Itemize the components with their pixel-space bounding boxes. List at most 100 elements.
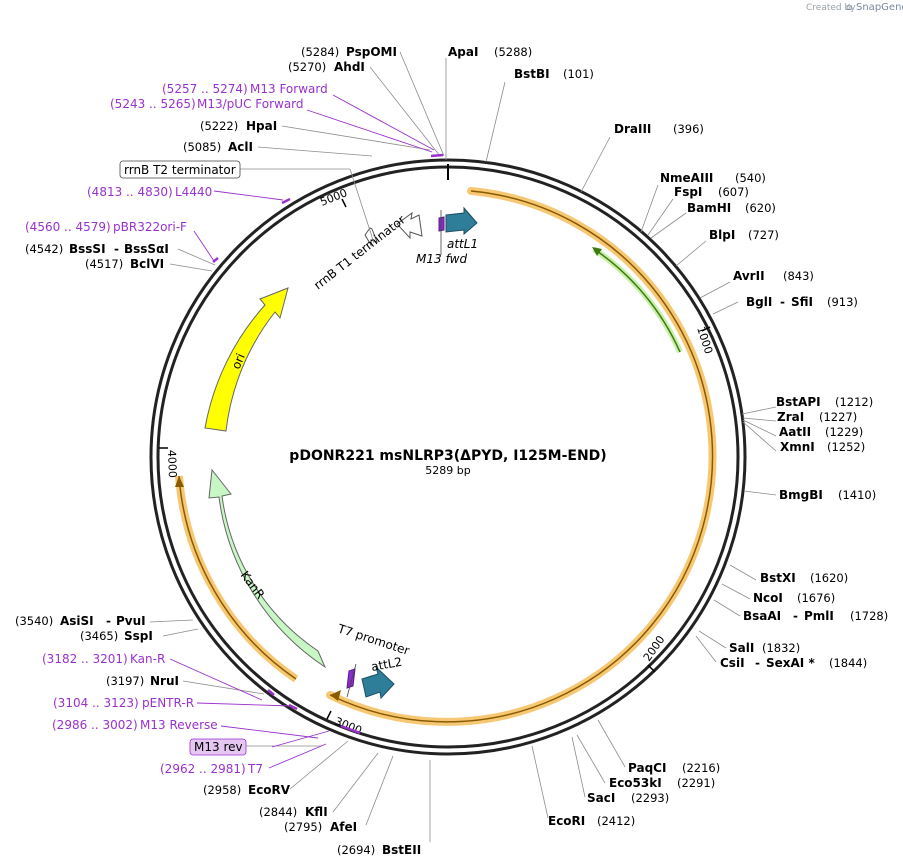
site-xmni[interactable]: XmnI <box>780 440 815 454</box>
site-pos-sali: (1832) <box>762 641 800 655</box>
site-bsssi[interactable]: BssSI <box>69 242 106 256</box>
kanr-arrow[interactable] <box>208 468 327 669</box>
site-zrai[interactable]: ZraI <box>777 410 804 424</box>
insert-feature[interactable] <box>326 187 717 726</box>
site-ecorv[interactable]: EcoRV <box>248 783 291 797</box>
site-nrui[interactable]: NruI <box>150 674 179 688</box>
site-kfli[interactable]: KflI <box>305 805 328 819</box>
site-bstxi[interactable]: BstXI <box>760 571 796 585</box>
rrnb-t2-box[interactable] <box>119 160 241 179</box>
rrnb-t1-label: rrnB T1 terminator <box>311 213 408 293</box>
site-pos-bsteii: (2694) <box>337 843 375 857</box>
site-bmgbi[interactable]: BmgBI <box>779 488 823 502</box>
site-hpai[interactable]: HpaI <box>246 119 277 133</box>
site-pspomi[interactable]: PspOMI <box>346 45 397 59</box>
rrnb-t1-arrow[interactable] <box>396 211 423 240</box>
attl2-arrow[interactable] <box>346 663 395 700</box>
site-nmeaiii[interactable]: NmeAIII <box>660 171 713 185</box>
kanr-label: KanR <box>238 568 268 601</box>
site-pos-ecori: (2412) <box>597 814 635 828</box>
m13-rev-label: M13 rev <box>194 740 243 754</box>
site-bstapi[interactable]: BstAPI <box>776 395 821 409</box>
site-pos-bstxi: (1620) <box>810 571 848 585</box>
site-pos-ecorv: (2958) <box>203 783 241 797</box>
primer-pbr322ori[interactable]: pBR322ori-F <box>113 220 187 234</box>
site-pos-paqci: (2216) <box>682 761 720 775</box>
site-bclvi[interactable]: BclVI <box>130 257 164 271</box>
primer-kan-r[interactable]: Kan-R <box>130 652 165 666</box>
site-pos-kfli: (2844) <box>259 805 297 819</box>
site-saci[interactable]: SacI <box>587 791 615 805</box>
site-pos-hpai: (5222) <box>200 119 238 133</box>
primer-l4440[interactable]: L4440 <box>175 185 212 199</box>
site-ncoi[interactable]: NcoI <box>753 591 783 605</box>
t7-promoter-label: T7 promoter <box>335 621 411 658</box>
site-sfii[interactable]: SfiI <box>791 295 813 309</box>
site-pos-blpi: (727) <box>748 228 779 242</box>
site-avrii[interactable]: AvrII <box>733 269 765 283</box>
site-sspi[interactable]: SspI <box>124 629 153 643</box>
site-sexai[interactable]: SexAI * <box>766 656 815 670</box>
site-paqci[interactable]: PaqCI <box>628 761 666 775</box>
site-pos-ncoi: (1676) <box>797 591 835 605</box>
site-sep-asisi: - <box>106 614 111 628</box>
site-sep-csii: - <box>755 656 760 670</box>
attl1-arrow[interactable] <box>438 206 478 255</box>
site-pos-saci: (2293) <box>631 791 669 805</box>
site-pos-csii: (1844) <box>829 656 867 670</box>
site-aatii[interactable]: AatII <box>779 425 811 439</box>
site-afei[interactable]: AfeI <box>330 820 357 834</box>
site-pos-eco53ki: (2291) <box>677 776 715 790</box>
site-ahdi[interactable]: AhdI <box>334 60 365 74</box>
snapgene-logo-icon: ⌂ <box>846 2 852 13</box>
site-bsteii[interactable]: BstEII <box>382 843 421 857</box>
site-bsssai[interactable]: BssSαI <box>124 242 169 256</box>
primer-t7[interactable]: T7 <box>247 762 263 776</box>
ori-arrow[interactable] <box>204 287 289 432</box>
site-sali[interactable]: SalI <box>729 641 754 655</box>
primer-leader-lines <box>169 94 435 769</box>
site-ecori[interactable]: EcoRI <box>548 814 585 828</box>
site-pmli[interactable]: PmlI <box>804 609 834 623</box>
site-sep-bsssi: - <box>114 242 119 256</box>
primer-range-pentr: (3104 .. 3123) <box>53 696 139 710</box>
site-pos-aatii: (1229) <box>825 425 863 439</box>
site-pos-bgli: (913) <box>827 295 858 309</box>
site-pos-bstbi: (101) <box>563 67 594 81</box>
primer-m13-forward[interactable]: M13 Forward <box>250 82 328 96</box>
site-fspi[interactable]: FspI <box>674 185 702 199</box>
primer-pentr-r[interactable]: pENTR-R <box>142 696 194 710</box>
primer-range-m13-reverse: (2986 .. 3002) <box>52 718 138 732</box>
site-pos-ahdi: (5270) <box>288 60 326 74</box>
site-pos-nmeaiii: (540) <box>735 171 766 185</box>
site-blpi[interactable]: BlpI <box>709 228 735 242</box>
primer-m13-reverse[interactable]: M13 Reverse <box>140 718 218 732</box>
attl1-label: attL1 <box>447 237 478 251</box>
site-bsaai[interactable]: BsaAI <box>743 609 781 623</box>
site-pos-avrii: (843) <box>783 269 814 283</box>
site-apai[interactable]: ApaI <box>448 45 478 59</box>
site-csii[interactable]: CsiI <box>720 656 745 670</box>
m13-rev-box[interactable] <box>189 738 247 756</box>
site-bstbi[interactable]: BstBI <box>514 67 550 81</box>
green-orf-arrow[interactable] <box>592 246 683 354</box>
primer-range-m13-forward: (5257 .. 5274) <box>162 82 248 96</box>
rrnb-t2-label: rrnB T2 terminator <box>124 163 236 177</box>
primer-m13-puc[interactable]: M13/pUC Forward <box>197 97 304 111</box>
site-bgli[interactable]: BglI <box>746 295 772 309</box>
site-pos-apai: (5288) <box>494 45 532 59</box>
site-eco53ki[interactable]: Eco53kI <box>609 776 662 790</box>
site-acli[interactable]: AclI <box>228 140 253 154</box>
site-pos-afei: (2795) <box>284 820 322 834</box>
site-bamhi[interactable]: BamHI <box>687 201 731 215</box>
site-draiii[interactable]: DraIII <box>614 122 651 136</box>
site-pos-fspi: (607) <box>718 185 749 199</box>
credit-prefix: Created by <box>806 3 856 13</box>
site-sep-bsaai: - <box>793 609 798 623</box>
site-pos-bamhi: (620) <box>745 201 776 215</box>
site-pos-zrai: (1227) <box>819 410 857 424</box>
small-terminator-arrow[interactable] <box>364 227 378 247</box>
backbone-orange-arc[interactable] <box>175 475 299 683</box>
site-pvui[interactable]: PvuI <box>116 614 146 628</box>
site-asisi[interactable]: AsiSI <box>60 614 94 628</box>
